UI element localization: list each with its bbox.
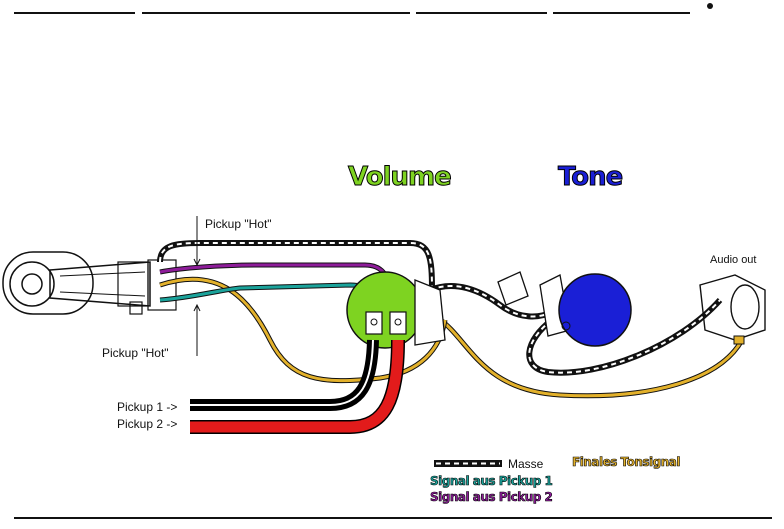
legend-final-signal: Finales Tonsignal	[572, 455, 681, 470]
pickup-cables	[190, 339, 405, 434]
top-border-line	[14, 3, 713, 14]
pickup1-label: Pickup 1 ->	[117, 400, 178, 414]
legend-masse: Masse	[508, 457, 544, 471]
final-signal-wire	[159, 276, 745, 399]
volume-label: Volume	[348, 162, 453, 193]
output-jack	[2, 251, 177, 315]
pickup-hot-bottom-label: Pickup "Hot"	[102, 346, 169, 360]
tone-capacitor	[497, 271, 529, 306]
ground-wire	[157, 240, 723, 376]
tone-label: Tone	[557, 162, 623, 193]
volume-pot	[346, 271, 446, 349]
signal-pickup1-wire	[159, 282, 379, 311]
audio-out-jack	[699, 274, 766, 345]
pickup2-label: Pickup 2 ->	[117, 417, 178, 431]
pickup-hot-markers	[193, 216, 201, 356]
audio-out-label: Audio out	[710, 254, 757, 266]
tone-pot	[539, 273, 632, 347]
legend-signal-pickup1: Signal aus Pickup 1	[430, 474, 554, 489]
legend-signal-pickup2: Signal aus Pickup 2	[430, 490, 554, 505]
pickup-hot-top-label: Pickup "Hot"	[205, 217, 272, 231]
legend-ground-sample	[434, 460, 502, 467]
